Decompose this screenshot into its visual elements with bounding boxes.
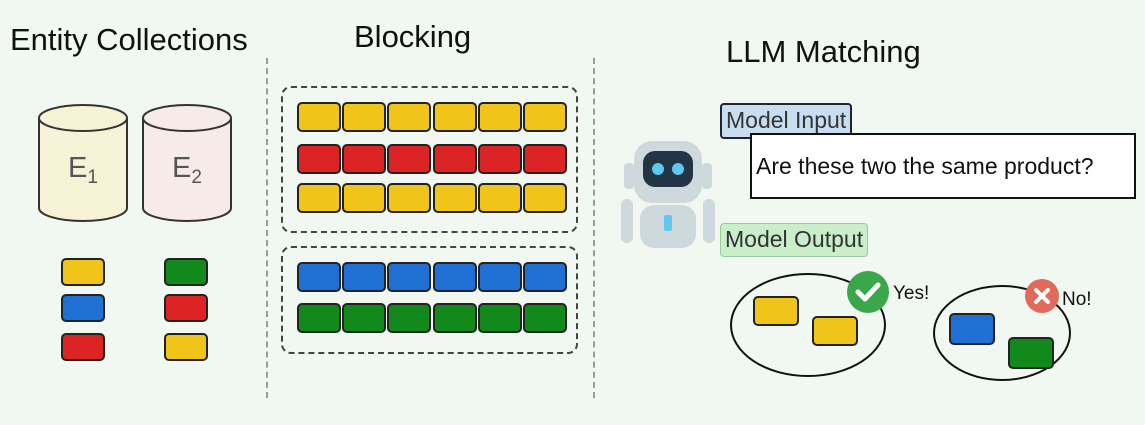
block-record [432, 144, 477, 174]
match-record-2 [812, 316, 858, 346]
block-record [522, 183, 567, 213]
block-record [477, 262, 522, 292]
block-record [342, 102, 387, 132]
block-row [297, 144, 568, 174]
block-record [432, 303, 477, 333]
block-record [387, 102, 432, 132]
entity-collection-e2: E2 [142, 104, 232, 222]
block-record [342, 183, 387, 213]
block-record [297, 183, 341, 213]
block-record [297, 144, 341, 174]
block-record [522, 144, 567, 174]
collection-label: E1 [68, 152, 98, 188]
model-input-question: Are these two the same product? [750, 133, 1136, 199]
block-record [297, 102, 341, 132]
model-input-label: Model Input [720, 103, 853, 139]
divider-left [266, 58, 268, 398]
entity-record [164, 258, 208, 286]
block-row [297, 183, 568, 213]
entity-record [164, 294, 208, 322]
block-record [477, 303, 522, 333]
entity-record [164, 333, 208, 361]
nonmatch-record-1 [949, 313, 995, 345]
block-row [297, 102, 568, 132]
check-icon [847, 271, 889, 313]
nonmatch-record-2 [1008, 337, 1054, 369]
block-record [477, 102, 522, 132]
database-icon [142, 104, 232, 222]
block-record [432, 183, 477, 213]
block-record [477, 144, 522, 174]
block-record [387, 183, 432, 213]
blocking-title: Blocking [354, 19, 472, 54]
block-group-1 [281, 86, 578, 233]
block-record [477, 183, 522, 213]
block-row [297, 303, 568, 333]
model-output-label: Model Output [720, 223, 869, 257]
match-answer: Yes! [893, 283, 930, 304]
block-record [342, 303, 387, 333]
entity-record [61, 258, 105, 286]
match-result-group [730, 273, 886, 377]
entity-record [61, 333, 105, 361]
nonmatch-answer: No! [1062, 289, 1092, 310]
block-record [342, 144, 387, 174]
divider-right [593, 58, 595, 398]
block-group-2 [281, 246, 578, 354]
block-record [522, 102, 567, 132]
nonmatch-result-group [933, 285, 1071, 381]
block-record [432, 262, 477, 292]
collection-label: E2 [172, 152, 202, 188]
entity-collections-title: Entity Collections [10, 22, 248, 57]
entity-collection-e1: E1 [38, 104, 128, 222]
robot-icon [621, 141, 715, 248]
block-record [387, 144, 432, 174]
block-record [387, 262, 432, 292]
block-record [432, 102, 477, 132]
block-record [342, 262, 387, 292]
block-record [522, 262, 567, 292]
block-record [522, 303, 567, 333]
llm-matching-title: LLM Matching [726, 34, 921, 69]
entity-record [61, 294, 105, 322]
match-record-1 [753, 296, 799, 326]
cross-icon [1025, 279, 1059, 313]
block-row [297, 262, 568, 292]
database-icon [38, 104, 128, 222]
block-record [297, 262, 341, 292]
block-record [297, 303, 341, 333]
block-record [387, 303, 432, 333]
